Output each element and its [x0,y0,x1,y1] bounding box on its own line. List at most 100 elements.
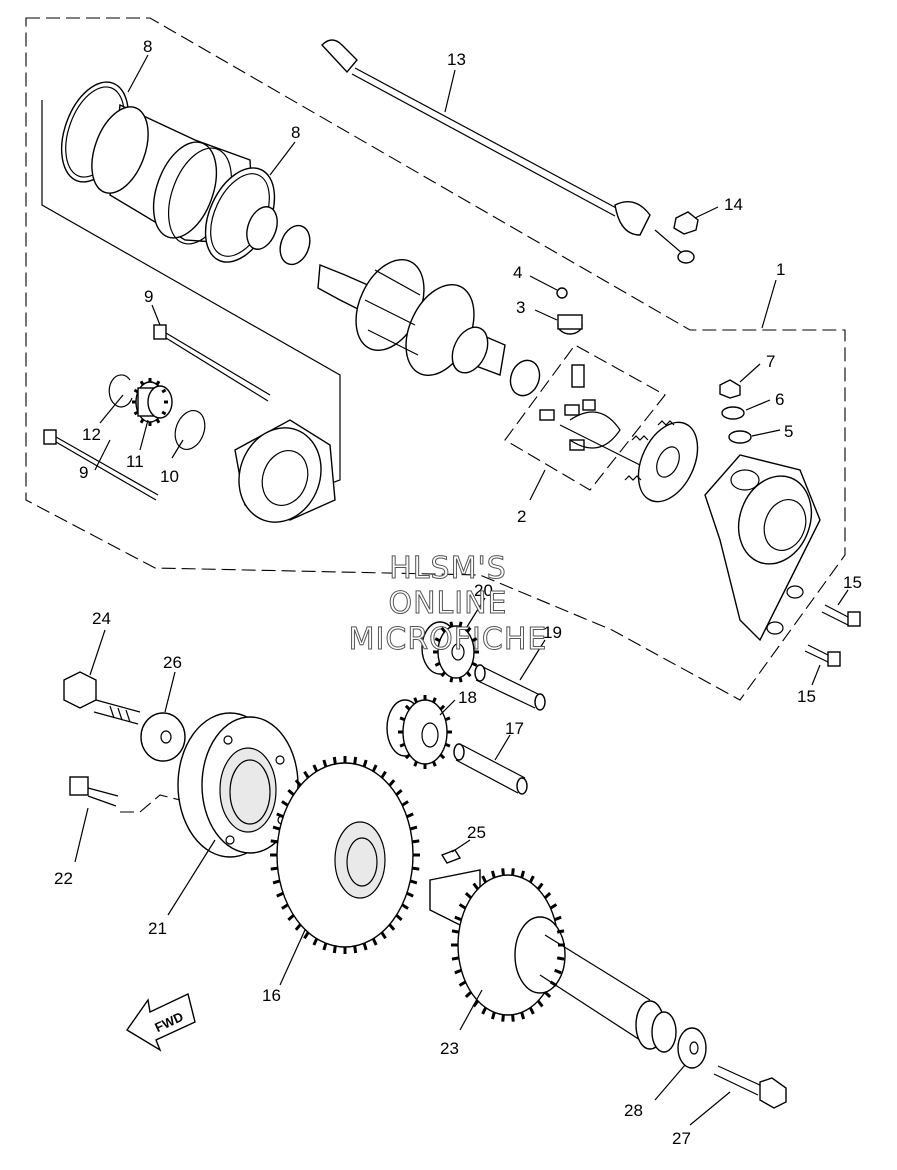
forward-arrow-icon: FWD [125,993,196,1052]
gear-tooth [139,418,145,424]
callout-15a: 15 [843,573,862,592]
gear-20-teeth [433,621,479,683]
callout-9b: 9 [79,463,88,482]
pinion-gear-11 [135,381,173,423]
callout-14: 14 [724,195,743,214]
gear-tooth [543,892,552,899]
callout-8b: 8 [291,123,300,142]
gear-tooth [371,764,378,772]
brush-holder-outline [504,344,666,491]
shaft-17 [453,743,528,795]
gear-tooth [471,661,478,667]
front-cover [234,419,336,523]
callout-17: 17 [505,719,524,738]
gear-tooth [312,938,319,946]
callout-18: 18 [458,688,477,707]
gear-tooth [399,742,406,748]
gear-tooth [133,410,139,416]
gear-tooth [404,704,411,711]
callout-5: 5 [784,422,793,441]
callout-13: 13 [447,50,466,69]
callout-10: 10 [160,467,179,486]
callout-19: 19 [543,623,562,642]
washer-26 [140,712,186,762]
callout-7: 7 [766,352,775,371]
gear-tooth [281,800,289,807]
callout-6: 6 [775,390,784,409]
gear-tooth [549,903,558,910]
gear-tooth [554,915,562,922]
gear-tooth [536,999,544,1008]
callout-labels: 1 2 3 4 5 6 7 8 8 9 9 10 11 12 13 14 15 … [54,37,862,1148]
gear-11-teeth [132,378,168,426]
gear-tooth [294,923,302,931]
gear-tooth [520,870,526,879]
callout-4: 4 [513,263,522,282]
gear-tooth [155,380,161,386]
gear-tooth [466,671,472,678]
gear-tooth [276,891,284,898]
gear-tooth [133,388,139,394]
gear-tooth [556,929,565,934]
gear-tooth [451,929,460,934]
callout-3: 3 [516,298,525,317]
callout-23: 23 [440,1039,459,1058]
armature-bearing [509,359,541,397]
gear-tooth [449,621,454,627]
gear-tooth [332,945,337,954]
gear-tooth [272,879,281,885]
gear-tooth [501,1014,505,1022]
gear-tooth [549,980,558,987]
gear-tooth [472,999,480,1008]
gear-tooth [281,903,289,910]
gear-tooth [303,770,310,779]
gear-tooth [406,812,414,819]
callout-25: 25 [467,823,486,842]
gear-tooth [401,800,409,807]
gear-tooth [556,956,565,961]
gear-tooth [471,637,478,643]
gear-tooth [554,968,562,975]
washer-5 [728,430,752,444]
gear-tooth [464,892,473,899]
gear-tooth [270,866,278,871]
callout-27: 27 [672,1129,691,1148]
gear-tooth [439,704,446,711]
gear-tooth [454,968,462,975]
washer-28 [677,1027,707,1069]
gear-tooth [161,410,167,416]
gear-tooth [312,764,319,772]
long-bolt-9b [43,429,159,501]
gear-tooth [399,716,406,722]
gear-tooth [272,825,281,831]
gear-tooth [276,812,284,819]
gear-tooth [481,1006,488,1015]
gear-tooth [458,980,467,987]
circlip [556,287,568,299]
watermark-line-2: ONLINE [388,586,507,621]
callout-11: 11 [126,452,144,471]
gear-tooth [388,779,396,787]
gear-tooth [444,742,451,748]
gear-tooth [458,677,463,683]
gear-tooth [388,923,396,931]
assembly-outline [25,17,846,701]
gear-tooth [440,626,446,633]
gear-tooth [303,931,310,940]
gear-tooth [270,839,278,844]
gear-tooth [464,991,473,998]
gear-tooth [543,991,552,998]
gear-tooth [395,789,403,796]
gear-tooth [287,914,295,921]
callout-8a: 8 [143,37,152,56]
brush-holder-assembly [539,364,651,471]
gear-tooth [322,942,328,951]
gear-tooth [161,388,167,394]
gear-16-teeth [270,756,420,954]
gear-18-teeth [398,695,452,769]
gear-tooth [362,759,368,768]
rear-cover [704,454,821,642]
gear-tooth [449,677,454,683]
callout-9a: 9 [144,287,153,306]
